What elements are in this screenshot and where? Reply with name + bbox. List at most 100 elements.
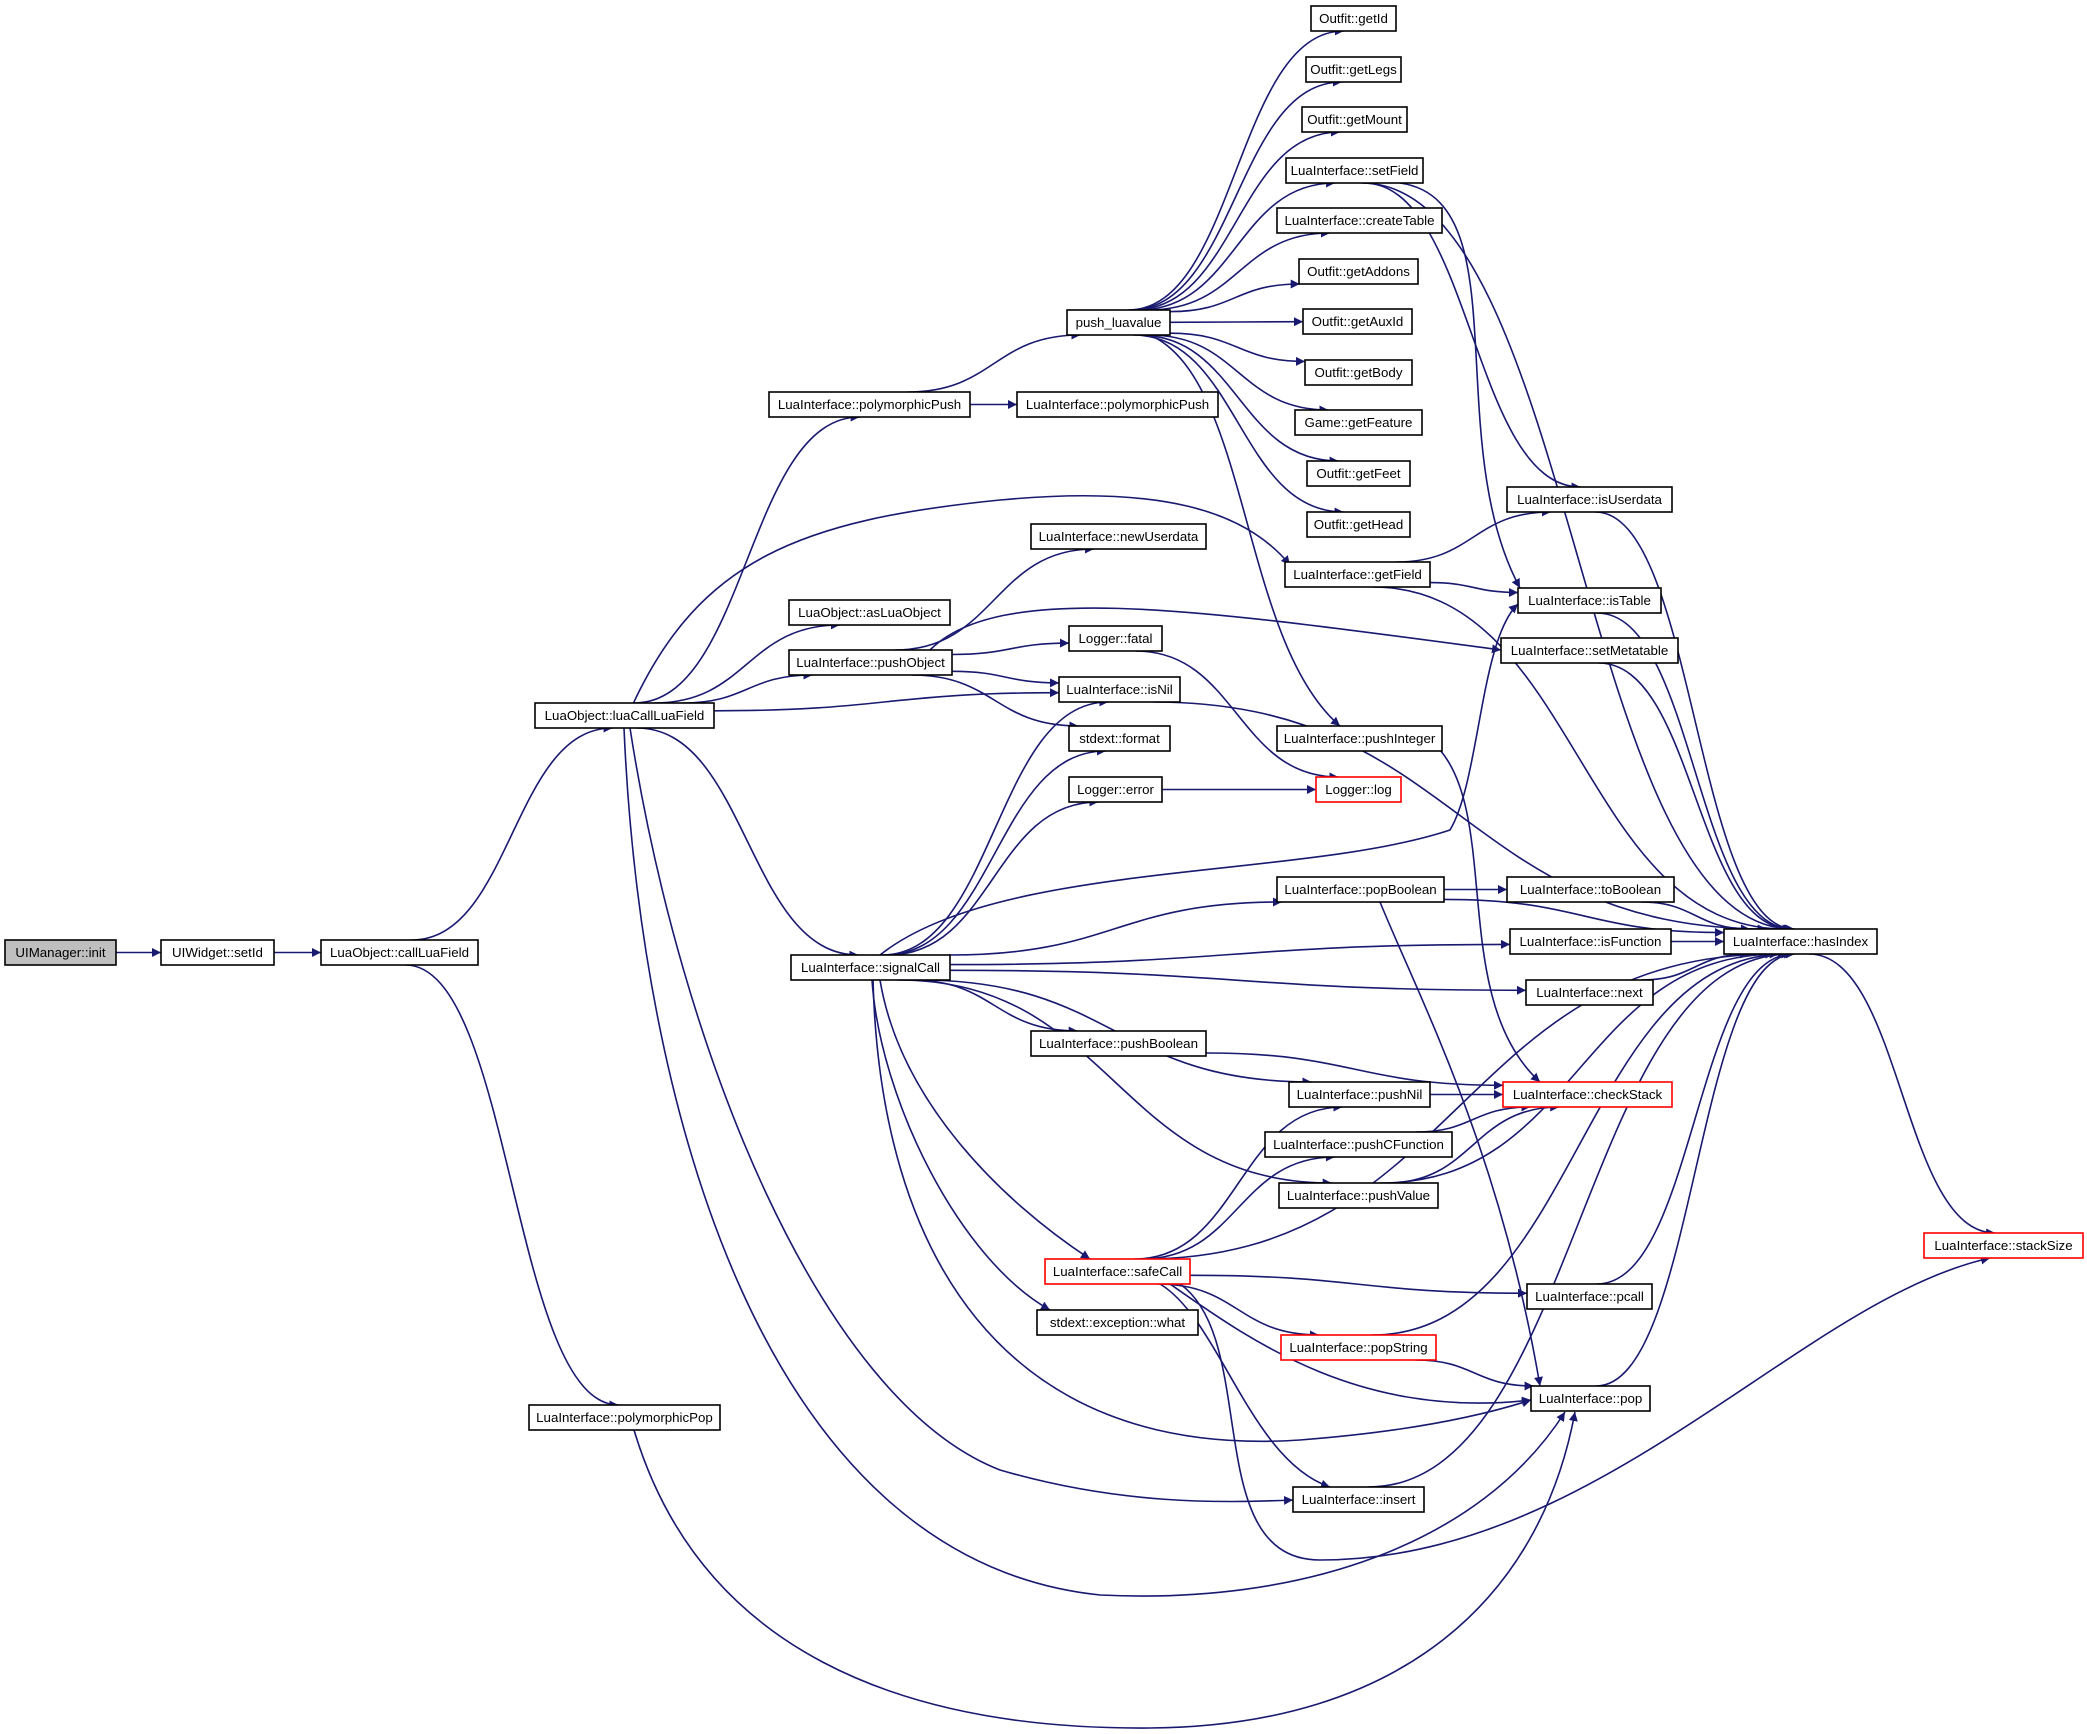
node-box[interactable] [1276,876,1445,903]
node-luaobject-asluaobject[interactable]: LuaObject::asLuaObject [788,599,951,626]
node-outfit-gethead[interactable]: Outfit::getHead [1306,511,1411,538]
node-li-pushvalue[interactable]: LuaInterface::pushValue [1278,1182,1439,1209]
node-box[interactable] [1068,776,1163,803]
node-box[interactable] [1278,1182,1439,1209]
node-box[interactable] [1285,157,1424,184]
node-outfit-getid[interactable]: Outfit::getId [1310,5,1397,32]
node-logger-fatal[interactable]: Logger::fatal [1068,625,1163,652]
node-box[interactable] [1276,207,1443,234]
node-li-insert[interactable]: LuaInterface::insert [1292,1486,1425,1513]
node-box[interactable] [1068,725,1171,752]
node-box[interactable] [528,1404,721,1431]
node-li-signalcall[interactable]: LuaInterface::signalCall [790,954,951,981]
node-box[interactable] [1306,511,1411,538]
node-li-popboolean[interactable]: LuaInterface::popBoolean [1276,876,1445,903]
node-box[interactable] [4,939,117,966]
node-li-pop[interactable]: LuaInterface::pop [1530,1385,1651,1412]
node-luaobject-callluafield[interactable]: LuaObject::callLuaField [320,939,479,966]
node-outfit-getfeet[interactable]: Outfit::getFeet [1306,460,1411,487]
node-li-isfunction[interactable]: LuaInterface::isFunction [1509,928,1672,955]
node-li-isnil[interactable]: LuaInterface::isNil [1058,676,1181,703]
node-li-pcall[interactable]: LuaInterface::pcall [1526,1283,1653,1310]
node-luaobject-luacallluafield[interactable]: LuaObject::luaCallLuaField [534,702,715,729]
node-li-pushcfunction[interactable]: LuaInterface::pushCFunction [1264,1131,1453,1158]
node-li-pushinteger[interactable]: LuaInterface::pushInteger [1276,725,1443,752]
node-box[interactable] [1500,637,1679,664]
node-box[interactable] [1068,625,1163,652]
node-outfit-getlegs[interactable]: Outfit::getLegs [1305,56,1402,83]
node-push-luavalue[interactable]: push_luavalue [1066,309,1171,336]
node-li-pushboolean[interactable]: LuaInterface::pushBoolean [1030,1030,1207,1057]
node-box[interactable] [1517,587,1662,614]
node-box[interactable] [1305,56,1402,83]
node-box[interactable] [1506,486,1673,513]
node-box[interactable] [1284,561,1431,588]
node-box[interactable] [1525,979,1654,1006]
node-box[interactable] [1509,928,1672,955]
node-li-safecall[interactable]: LuaInterface::safeCall [1044,1258,1191,1285]
node-box[interactable] [1310,5,1397,32]
node-box[interactable] [788,649,953,676]
node-box[interactable] [1306,460,1411,487]
node-li-setmetatable[interactable]: LuaInterface::setMetatable [1500,637,1679,664]
node-box[interactable] [1302,308,1413,335]
node-li-checkstack[interactable]: LuaInterface::checkStack [1502,1081,1673,1108]
node-li-polymorphicpush-b[interactable]: LuaInterface::polymorphicPush [1016,391,1219,418]
node-li-getfield[interactable]: LuaInterface::getField [1284,561,1431,588]
node-li-polymorphicpush-a[interactable]: LuaInterface::polymorphicPush [768,391,971,418]
node-box[interactable] [160,939,275,966]
node-box[interactable] [1530,1385,1651,1412]
node-box[interactable] [1066,309,1171,336]
node-li-istable[interactable]: LuaInterface::isTable [1517,587,1662,614]
node-box[interactable] [1502,1081,1673,1108]
node-box[interactable] [1276,725,1443,752]
node-li-setfield[interactable]: LuaInterface::setField [1285,157,1424,184]
node-box[interactable] [1044,1258,1191,1285]
node-box[interactable] [1030,523,1207,550]
node-box[interactable] [1264,1131,1453,1158]
node-outfit-getmount[interactable]: Outfit::getMount [1301,106,1408,133]
node-li-pushnil[interactable]: LuaInterface::pushNil [1288,1081,1431,1108]
node-logger-log[interactable]: Logger::log [1315,776,1402,803]
node-game-getfeature[interactable]: Game::getFeature [1294,409,1423,436]
node-uimanager-init[interactable]: UIManager::init [4,939,117,966]
node-li-stacksize[interactable]: LuaInterface::stackSize [1923,1232,2084,1259]
node-box[interactable] [534,702,715,729]
node-li-popstring[interactable]: LuaInterface::popString [1280,1334,1437,1361]
node-box[interactable] [1292,1486,1425,1513]
node-box[interactable] [788,599,951,626]
node-li-createtable[interactable]: LuaInterface::createTable [1276,207,1443,234]
node-box[interactable] [1315,776,1402,803]
node-outfit-getaddons[interactable]: Outfit::getAddons [1298,258,1419,285]
node-uiwidget-setid[interactable]: UIWidget::setId [160,939,275,966]
node-box[interactable] [1923,1232,2084,1259]
node-box[interactable] [320,939,479,966]
node-outfit-getbody[interactable]: Outfit::getBody [1304,359,1413,386]
node-li-isuserdata[interactable]: LuaInterface::isUserdata [1506,486,1673,513]
node-li-hasindex[interactable]: LuaInterface::hasIndex [1723,928,1878,955]
node-li-polymorphicpop[interactable]: LuaInterface::polymorphicPop [528,1404,721,1431]
node-box[interactable] [1304,359,1413,386]
node-box[interactable] [1298,258,1419,285]
node-stdext-exception-what[interactable]: stdext::exception::what [1036,1309,1199,1336]
node-box[interactable] [1030,1030,1207,1057]
node-box[interactable] [1526,1283,1653,1310]
node-box[interactable] [1506,876,1675,903]
node-logger-error[interactable]: Logger::error [1068,776,1163,803]
node-box[interactable] [768,391,971,418]
node-box[interactable] [1723,928,1878,955]
node-box[interactable] [1036,1309,1199,1336]
node-li-toboolean[interactable]: LuaInterface::toBoolean [1506,876,1675,903]
node-box[interactable] [1280,1334,1437,1361]
node-li-next[interactable]: LuaInterface::next [1525,979,1654,1006]
node-box[interactable] [790,954,951,981]
node-outfit-getauxid[interactable]: Outfit::getAuxId [1302,308,1413,335]
node-box[interactable] [1294,409,1423,436]
node-box[interactable] [1058,676,1181,703]
node-box[interactable] [1288,1081,1431,1108]
node-stdext-format[interactable]: stdext::format [1068,725,1171,752]
node-box[interactable] [1016,391,1219,418]
node-box[interactable] [1301,106,1408,133]
node-li-newuserdata[interactable]: LuaInterface::newUserdata [1030,523,1207,550]
node-li-pushobject[interactable]: LuaInterface::pushObject [788,649,953,676]
